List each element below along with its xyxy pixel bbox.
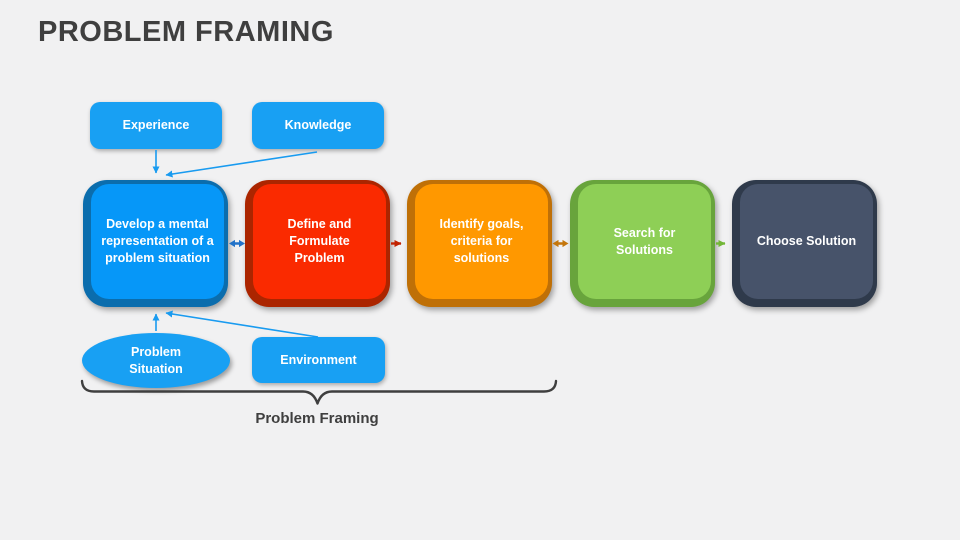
step-fill: Identify goals, criteria for solutions (415, 184, 548, 299)
step-define-formulate-problem: Define and Formulate Problem (245, 180, 390, 307)
problem-situation-label: Problem Situation (129, 345, 183, 376)
step-label: Choose Solution (756, 234, 857, 249)
environment-to-step1-arrow (165, 310, 319, 338)
step3-step4-double-arrow (552, 239, 569, 248)
step-identify-goals-criteria: Identify goals, criteria for solutions (407, 180, 552, 307)
step-label: Search for Solutions (613, 225, 676, 257)
step-label: Develop a mental representation of a pro… (101, 217, 214, 265)
step-search-for-solutions: Search for Solutions (570, 180, 715, 307)
step-fill: Define and Formulate Problem (253, 184, 386, 299)
step-fill: Choose Solution (740, 184, 873, 299)
knowledge-box: Knowledge (252, 102, 384, 149)
experience-label: Experience (122, 118, 190, 133)
environment-label: Environment (280, 352, 357, 367)
step-fill: Develop a mental representation of a pro… (91, 184, 224, 299)
knowledge-to-step1-arrow (165, 151, 318, 178)
step-develop-mental-representation: Develop a mental representation of a pro… (83, 180, 228, 307)
step-label: Define and Formulate Problem (287, 217, 352, 265)
step1-step2-double-arrow (229, 239, 245, 248)
environment-box: Environment (252, 337, 385, 383)
knowledge-label: Knowledge (284, 118, 352, 133)
slide-title: PROBLEM FRAMING (38, 16, 334, 48)
brace-caption: Problem Framing (255, 410, 379, 427)
step-choose-solution: Choose Solution (732, 180, 877, 307)
step-label: Identify goals, criteria for solutions (439, 217, 524, 265)
problem-situation-ellipse: Problem Situation (82, 333, 230, 388)
step-fill: Search for Solutions (578, 184, 711, 299)
experience-box: Experience (90, 102, 222, 149)
